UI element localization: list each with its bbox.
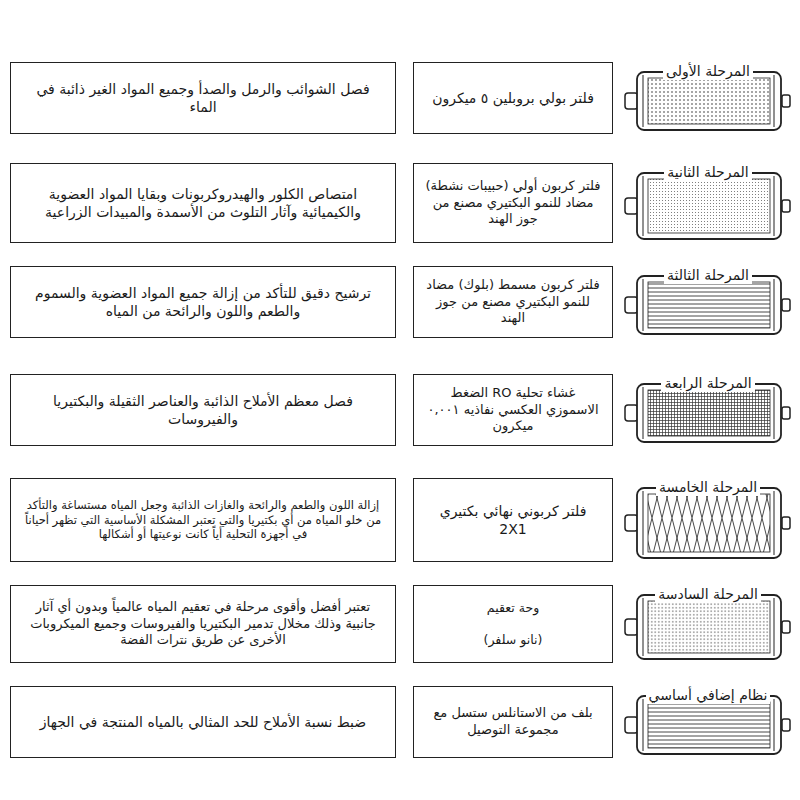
cartridge-body xyxy=(637,488,781,558)
filter-name-box: فلتر كربون مسمط (بلوك) مضاد للنمو البكتي… xyxy=(413,266,613,338)
box-text: فصل معظم الأملاح الذائبة والعناصر الثقيل… xyxy=(21,392,385,428)
function-box: امتصاص الكلور والهيدروكربونات وبقايا الم… xyxy=(10,163,396,243)
inlet-knob xyxy=(625,198,638,214)
end-band xyxy=(643,699,644,751)
filter-cartridge: المرحلة الأولى xyxy=(622,62,794,134)
box-text: (نانو سلفر) xyxy=(484,632,543,648)
end-cap xyxy=(782,621,790,633)
filter-name-box: بلف من الاستانلس ستسل مع مجموعة التوصيل xyxy=(413,686,613,758)
function-box: فصل الشوائب والرمل والصدأ وجميع المواد ا… xyxy=(10,62,396,134)
box-text: امتصاص الكلور والهيدروكربونات وبقايا الم… xyxy=(21,185,385,221)
function-box: ترشيح دقيق للتأكد من إزالة جميع المواد ا… xyxy=(10,266,396,338)
box-text: فلتر كربوني نهائي بكتيري 2X1 xyxy=(424,502,602,538)
box-text: إزالة اللون والطعم والرائحة والغازات الذ… xyxy=(21,498,385,543)
box-text: غشاء تحلية RO الضغط الاسموزي العكسي نفاذ… xyxy=(424,385,602,436)
function-box: ضبط نسبة الأملاح للحد المثالي بالمياه ال… xyxy=(10,686,396,758)
stage-label: نظام إضافي أساسي xyxy=(646,686,771,704)
function-box: تعتبر أفضل وأقوى مرحلة في تعقيم المياه ع… xyxy=(10,585,396,663)
box-text: بلف من الاستانلس ستسل مع مجموعة التوصيل xyxy=(424,705,602,739)
cartridge-body xyxy=(637,696,781,754)
end-band xyxy=(643,176,644,236)
end-band xyxy=(643,598,644,656)
cartridge-body xyxy=(637,384,781,442)
inlet-knob xyxy=(625,93,638,109)
filter-cartridge: المرحلة الخامسة xyxy=(622,478,794,562)
inlet-knob xyxy=(625,297,638,313)
filter-media xyxy=(648,702,770,748)
end-cap xyxy=(782,200,790,212)
end-band xyxy=(774,699,775,751)
function-box: إزالة اللون والطعم والرائحة والغازات الذ… xyxy=(10,478,396,562)
filter-media xyxy=(648,179,770,233)
end-band xyxy=(774,75,775,127)
box-text: ترشيح دقيق للتأكد من إزالة جميع المواد ا… xyxy=(21,284,385,320)
filter-name-box: غشاء تحلية RO الضغط الاسموزي العكسي نفاذ… xyxy=(413,374,613,446)
filter-cartridge: المرحلة الثانية xyxy=(622,163,794,243)
filter-name-box: فلتر كربون أولي (حبيبات نشطة) مضاد للنمو… xyxy=(413,163,613,243)
box-text: تعتبر أفضل وأقوى مرحلة في تعقيم المياه ع… xyxy=(21,599,385,650)
filter-cartridge: المرحلة السادسة xyxy=(622,585,794,663)
end-band xyxy=(643,75,644,127)
end-cap xyxy=(782,517,790,529)
filter-name-box: وحة تعقيم (نانو سلفر) xyxy=(413,585,613,663)
filter-media xyxy=(648,494,770,552)
stage-label: المرحلة الخامسة xyxy=(656,478,760,496)
box-text: فلتر بولي بروبلين ٥ ميكرون xyxy=(432,89,594,107)
stage-label: المرحلة الثانية xyxy=(664,163,752,181)
end-band xyxy=(774,491,775,555)
filter-media xyxy=(648,390,770,436)
filter-cartridge: نظام إضافي أساسي xyxy=(622,686,794,758)
end-band xyxy=(774,598,775,656)
box-text: فلتر كربون أولي (حبيبات نشطة) مضاد للنمو… xyxy=(424,178,602,229)
end-band xyxy=(643,387,644,439)
box-text: وحة تعقيم xyxy=(487,600,539,616)
end-cap xyxy=(782,407,790,419)
filter-cartridge: المرحلة الرابعة xyxy=(622,374,794,446)
stage-label: المرحلة السادسة xyxy=(655,585,761,603)
function-box: فصل معظم الأملاح الذائبة والعناصر الثقيل… xyxy=(10,374,396,446)
end-band xyxy=(774,176,775,236)
end-cap xyxy=(782,719,790,731)
filter-cartridge: المرحلة الثالثة xyxy=(622,266,794,338)
inlet-knob xyxy=(625,619,638,635)
stage-label: المرحلة الثالثة xyxy=(664,266,752,284)
filter-media xyxy=(648,78,770,124)
end-band xyxy=(643,491,644,555)
inlet-knob xyxy=(625,405,638,421)
end-cap xyxy=(782,95,790,107)
stage-label: المرحلة الرابعة xyxy=(661,374,754,392)
filter-name-box: فلتر كربوني نهائي بكتيري 2X1 xyxy=(413,478,613,562)
end-cap xyxy=(782,299,790,311)
box-text: ضبط نسبة الأملاح للحد المثالي بالمياه ال… xyxy=(40,713,366,731)
inlet-knob xyxy=(625,717,638,733)
cartridge-body xyxy=(637,595,781,659)
end-band xyxy=(774,387,775,439)
end-band xyxy=(774,279,775,331)
filter-media xyxy=(648,282,770,328)
cartridge-body xyxy=(637,173,781,239)
box-text: فلتر كربون مسمط (بلوك) مضاد للنمو البكتي… xyxy=(424,277,602,328)
end-band xyxy=(643,279,644,331)
stage-label: المرحلة الأولى xyxy=(663,62,753,80)
box-text: فصل الشوائب والرمل والصدأ وجميع المواد ا… xyxy=(21,80,385,116)
filter-name-box: فلتر بولي بروبلين ٥ ميكرون xyxy=(413,62,613,134)
inlet-knob xyxy=(625,515,638,531)
cartridge-body xyxy=(637,72,781,130)
cartridge-body xyxy=(637,276,781,334)
filter-media xyxy=(648,601,770,653)
